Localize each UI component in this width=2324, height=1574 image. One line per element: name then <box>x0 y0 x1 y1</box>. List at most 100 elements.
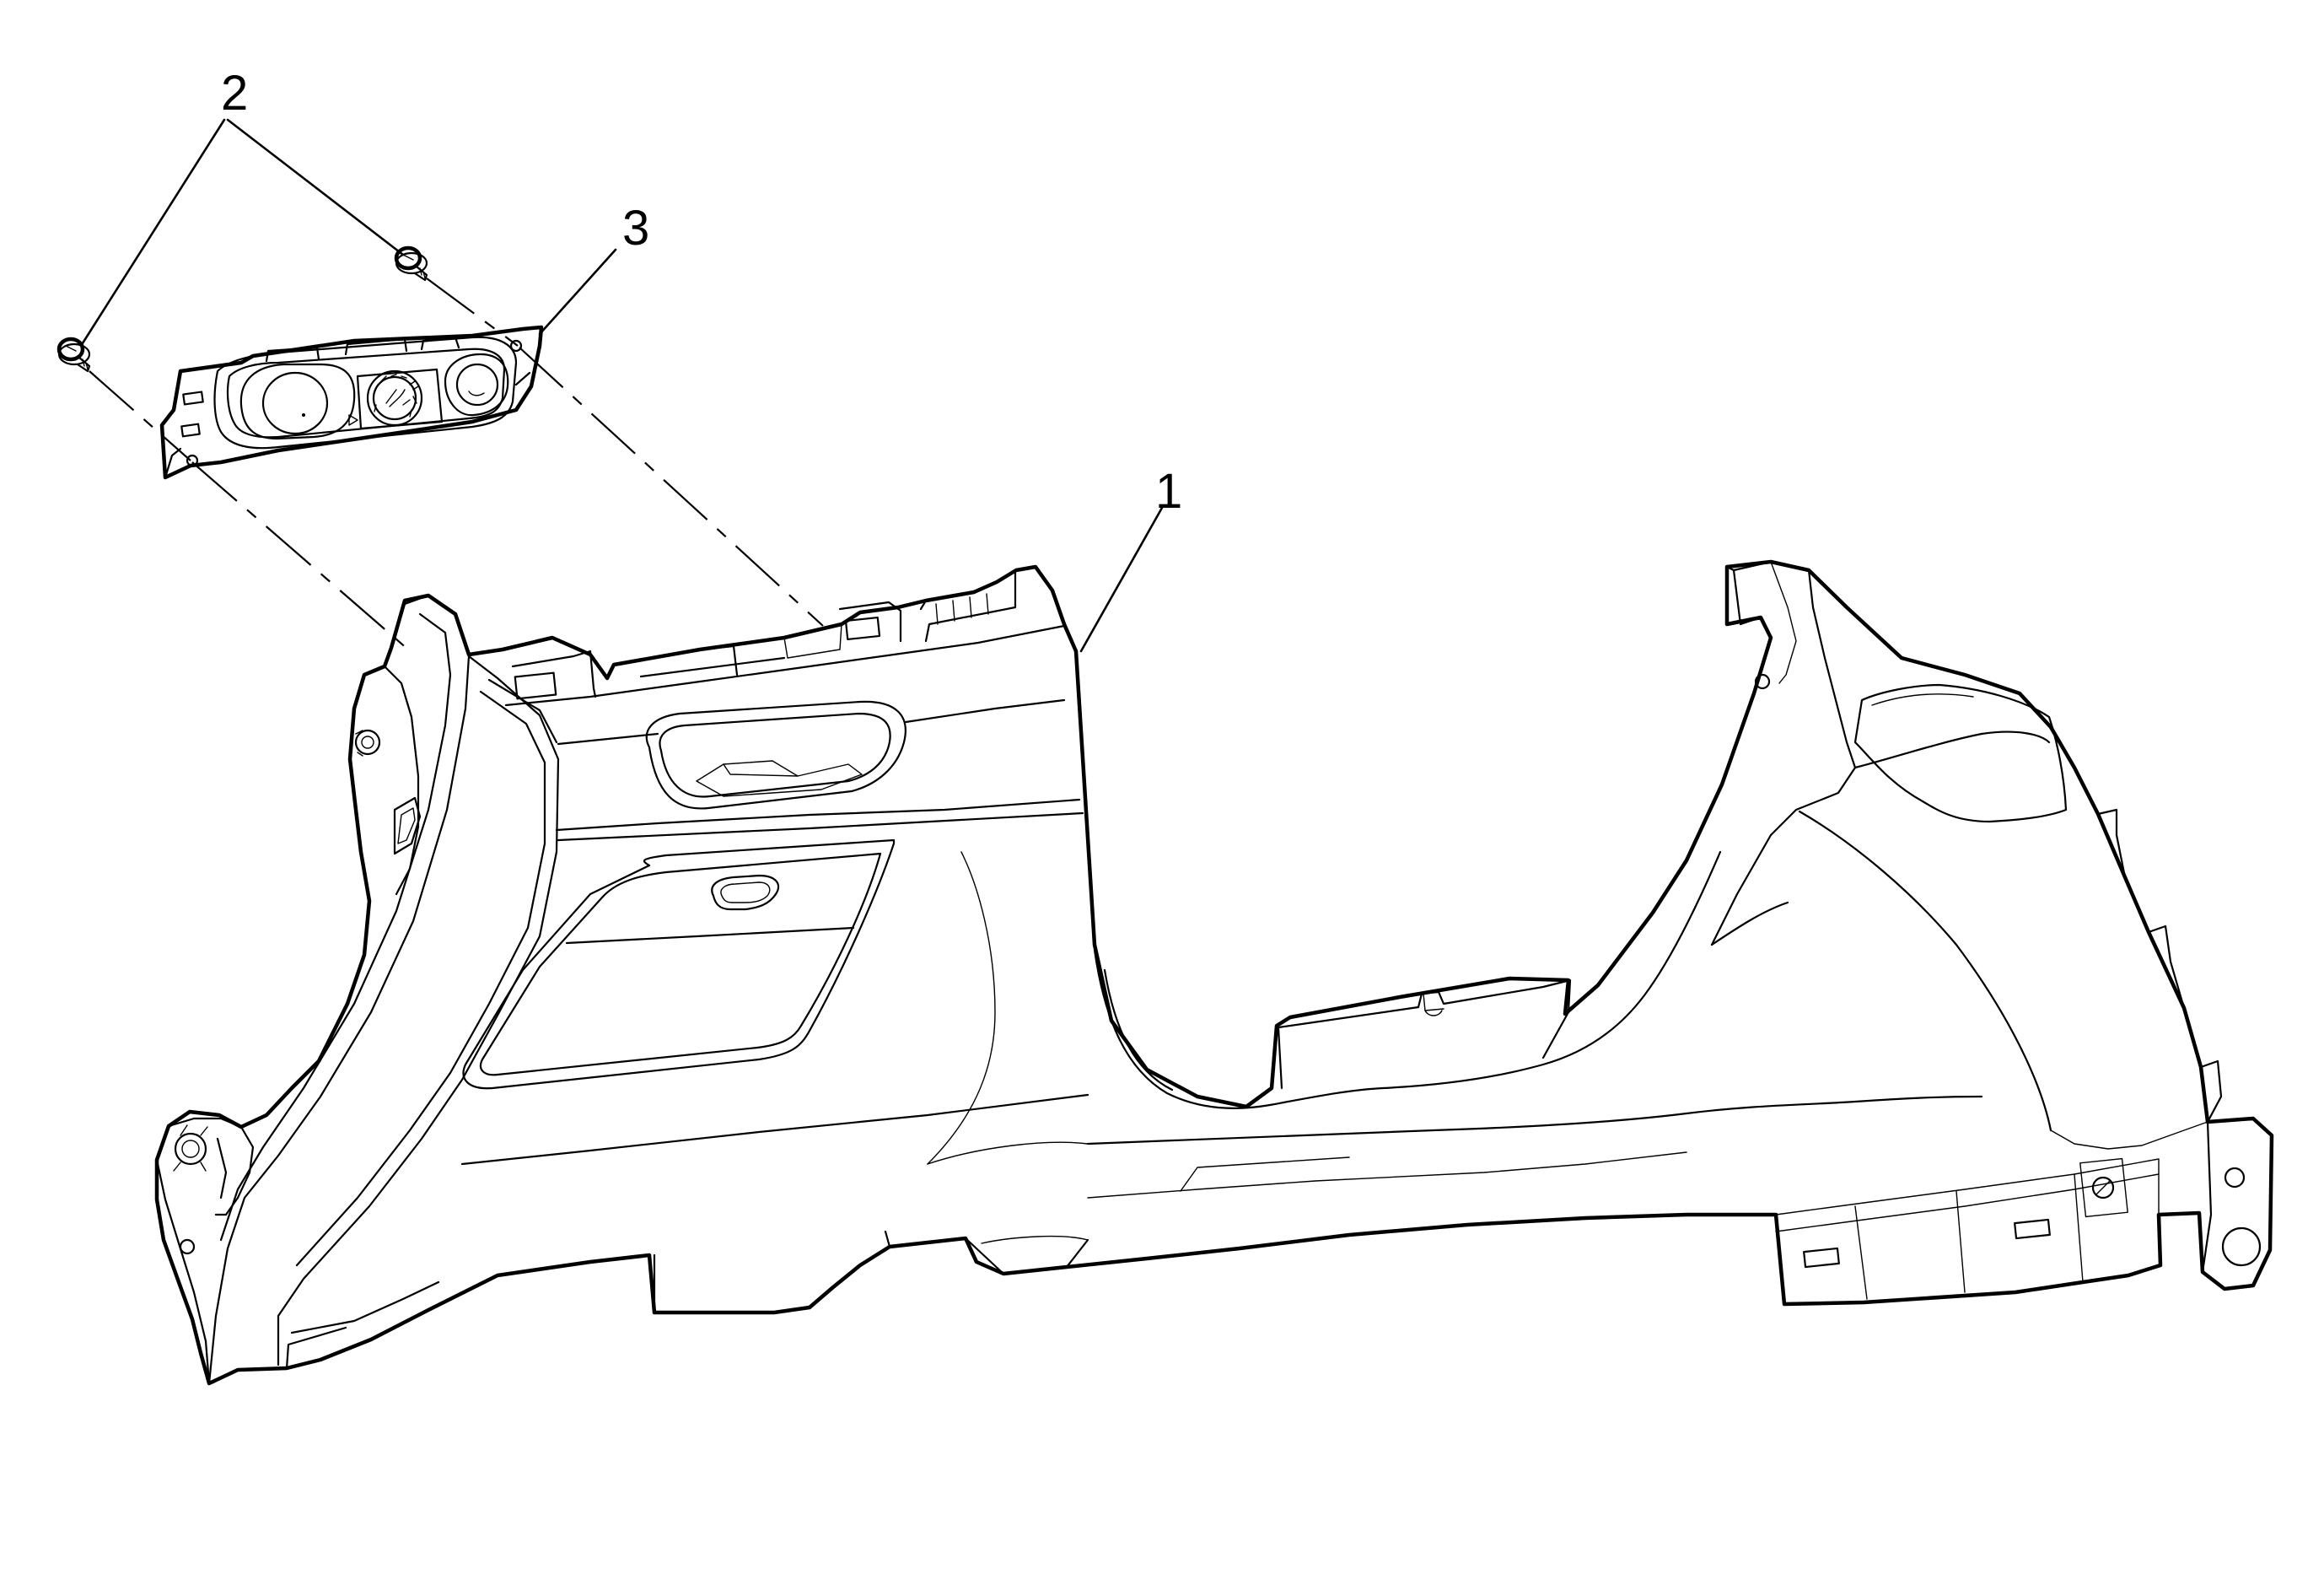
leader-1 <box>1079 506 1164 653</box>
right-pod-cover-divisions <box>1854 1173 2084 1300</box>
upper-pocket-opening <box>645 700 906 810</box>
lower-left-fastener-threads <box>173 1124 208 1172</box>
right-pod-edge <box>1710 569 1857 946</box>
callout-2: 2 <box>221 66 248 121</box>
switch-top-tab-left <box>265 346 320 363</box>
left-button-arrow-icon <box>348 414 358 426</box>
right-pod-lower-seam <box>1710 901 1789 946</box>
switch-housing <box>213 336 518 450</box>
leader-2-lower <box>79 118 226 348</box>
door-handle-opening <box>711 874 780 911</box>
bottom-tab-left <box>653 1230 891 1314</box>
leader-2-upper <box>226 118 405 256</box>
right-upper-fastener <box>1754 673 1771 690</box>
right-side-edge-clips <box>2096 808 2223 1124</box>
screw-lower-head <box>56 337 85 362</box>
lower-left-fastener <box>174 1132 207 1166</box>
left-button-dot <box>302 413 305 417</box>
screw-upper-shank <box>413 265 428 282</box>
left-side-tab <box>355 730 363 757</box>
left-side-face <box>363 665 420 896</box>
right-pod-upper <box>1853 730 2051 769</box>
right-bracket-hole-small <box>2224 1167 2246 1189</box>
left-bezel-inner <box>219 612 452 1242</box>
right-cover-fastener <box>2091 1176 2115 1199</box>
right-pod-sweep <box>1798 810 2052 1132</box>
screw-lower-washer <box>57 342 91 366</box>
screw-upper-washer <box>395 251 428 275</box>
right-cover-fastener-slash <box>2095 1180 2111 1195</box>
leader-lines <box>79 118 1164 653</box>
left-upper-fastener-core <box>361 736 374 749</box>
center-knob-grip <box>374 374 417 418</box>
left-side-vent-slot <box>397 807 416 844</box>
center-knob <box>372 375 417 421</box>
plate-slot-left <box>182 391 204 406</box>
top-clip-left <box>511 650 597 698</box>
pocket-clip <box>696 760 863 797</box>
knee-shelf-slot <box>1424 1010 1443 1016</box>
screw-lower-thread <box>82 358 89 370</box>
alignment-line-left <box>89 370 409 650</box>
screw-upper-thread <box>419 267 426 279</box>
switch-top-tab-right <box>420 336 460 351</box>
knee-bolster-inner <box>1103 968 1174 1092</box>
top-rim <box>504 624 1066 707</box>
right-pod-lower-line <box>2050 1121 2208 1150</box>
seam-upper-2 <box>557 811 1084 842</box>
plate-screw-hole-left <box>186 454 199 467</box>
center-lower-seam <box>1086 1095 1983 1145</box>
right-upper-flange <box>1725 560 1773 626</box>
top-clip-center <box>838 601 902 643</box>
right-pod-window-inner <box>1871 693 1974 706</box>
right-pod-bottom-cover <box>1775 1158 2160 1216</box>
switch-assembly <box>159 325 544 480</box>
right-button-mark <box>468 391 485 396</box>
left-button-face <box>261 371 329 435</box>
lower-left-fastener-inner <box>181 1140 200 1158</box>
instrument-panel-lower-trim-panel <box>154 559 2274 1386</box>
plate-slot-left-2 <box>180 423 201 438</box>
screw-lower <box>56 337 91 373</box>
center-knob-icon <box>385 389 411 407</box>
right-cover-slot-right <box>2014 1218 2051 1240</box>
bottom-left-seam-2 <box>290 1280 440 1334</box>
bottom-tab-center-ridge <box>981 1235 1089 1244</box>
lower-left-bracket <box>167 1117 255 1216</box>
bottom-tab-center <box>964 1237 1089 1275</box>
center-lower-ledge-2 <box>1180 1156 1350 1192</box>
center-sweep-1 <box>927 851 996 1165</box>
lower-door-outline <box>462 838 896 1090</box>
left-bezel-edge <box>295 690 546 1267</box>
callout-3: 3 <box>622 201 649 256</box>
alignment-line-right <box>426 278 824 627</box>
right-button-bezel <box>444 353 509 417</box>
center-knob-ring <box>366 369 423 427</box>
screw-lower-slot <box>65 345 77 352</box>
upper-pocket-inner <box>659 712 891 798</box>
top-rear-flange <box>612 644 786 678</box>
center-sweep-2 <box>927 1141 1089 1165</box>
right-cover-slot-left <box>1803 1247 1840 1269</box>
right-pod-cover-ridge <box>1775 1173 2160 1232</box>
left-upper-fastener <box>354 729 381 756</box>
center-lower-ledge <box>1087 1151 1687 1199</box>
lower-door-seam <box>565 926 855 945</box>
door-handle-inner <box>720 881 771 903</box>
seam-upper <box>555 798 1081 832</box>
plate-edge-detail <box>164 371 531 479</box>
switch-housing-inner <box>226 348 506 439</box>
bottom-left-seam <box>460 1093 1089 1166</box>
top-clip-left-slot <box>514 671 557 700</box>
left-bezel-inner-2 <box>277 655 560 1366</box>
top-rim-face <box>557 698 1066 746</box>
callout-1: 1 <box>1155 464 1182 519</box>
top-clip-center-slot <box>844 616 881 641</box>
left-button-bezel <box>239 363 356 440</box>
panel-outline <box>154 559 2274 1386</box>
top-rim-2 <box>487 678 558 744</box>
lower-door-inner <box>479 852 882 1076</box>
pocket-clip-face <box>723 763 799 777</box>
left-bezel-strip <box>207 594 471 1385</box>
right-cover-fastener-box <box>2079 1157 2128 1218</box>
